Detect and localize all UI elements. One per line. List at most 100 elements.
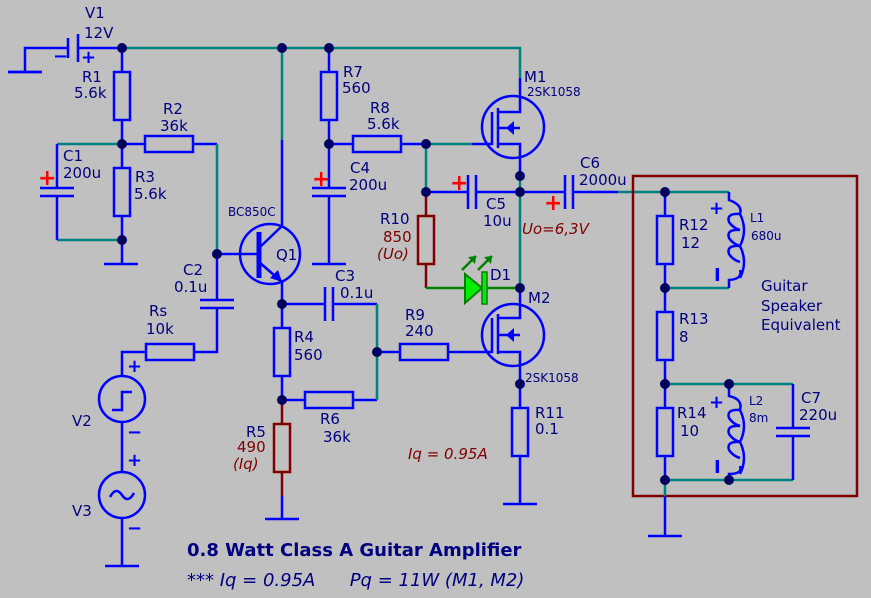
r13-value: 8 [679,328,689,346]
r14-name: R14 [677,404,707,422]
mosfet-m1[interactable]: M1 2SK1058 [472,68,581,190]
resistor-r13[interactable]: R13 8 [655,288,709,384]
c6-value: 2000u [579,171,627,189]
v1-value: 12V [84,24,114,42]
r4-name: R4 [294,328,314,346]
capacitor-c5[interactable]: C5 10u + [424,144,520,230]
c6-name: C6 [580,154,600,172]
c5-name: C5 [486,195,506,213]
capacitor-c2[interactable]: C2 0.1u [174,254,234,354]
v3-minus-sign: − [127,518,142,539]
r8-value: 5.6k [367,115,400,133]
resistor-r6[interactable]: R6 36k [282,352,379,446]
v3-name: V3 [72,502,92,520]
r6-value: 36k [323,428,351,446]
capacitor-c6[interactable]: C6 2000u + [520,154,665,216]
r12-value: 12 [681,234,700,252]
r4-value: 560 [294,346,323,364]
rs-name: Rs [149,302,167,320]
transistor-q1[interactable]: BC850C Q1 [217,48,302,304]
r8-name: R8 [370,99,390,117]
junction-dots [117,43,734,485]
resistor-r5[interactable]: R5 490 (Iq) [233,400,299,521]
capacitor-c7[interactable]: C7 220u [776,384,837,480]
resistor-r10[interactable]: R10 850 (Uo) [377,192,436,288]
r10-value: 850 [383,228,412,246]
capacitor-c3[interactable]: C3 0.1u [282,267,379,352]
r13-name: R13 [679,310,709,328]
r10-note: (Uo) [377,245,409,263]
l2-name: L2 [749,394,763,408]
r2-value: 36k [160,117,188,135]
r14-value: 10 [680,422,699,440]
l2-value: 8m [749,411,768,425]
source-v2-step[interactable]: + − V2 [72,356,147,472]
c4-value: 200u [349,176,387,194]
supply-rail [122,46,522,78]
r2-name: R2 [163,100,183,118]
speaker-label-line2: Speaker [761,297,823,315]
c6-plus-sign: + [544,191,562,216]
q1-model: BC850C [228,205,276,219]
c1-value: 200u [63,164,101,182]
m2-name: M2 [528,289,551,307]
c4-plus-sign: + [312,167,330,192]
inductor-l1[interactable]: + I L1 680u [665,190,782,290]
resistor-r3[interactable]: R3 5.6k [104,144,167,266]
l1-minus-sign: I [714,265,721,286]
capacitor-c1[interactable]: C1 200u + [38,142,122,242]
speaker-equivalent-box [631,174,859,498]
r6-name: R6 [320,410,340,428]
c2-value: 0.1u [174,278,207,296]
resistor-r7[interactable]: R7 560 [319,48,371,144]
resistor-r12[interactable]: R12 12 [655,192,709,288]
source-v3-sine[interactable]: + − V3 [72,450,147,568]
c5-value: 10u [483,212,512,230]
v1-name: V1 [85,4,105,22]
diagram-title: 0.8 Watt Class A Guitar Amplifier [187,540,522,561]
c4-name: C4 [350,159,370,177]
d1-name: D1 [490,266,511,284]
l1-plus-sign: + [709,198,724,219]
c7-name: C7 [801,389,821,407]
resistor-rs[interactable]: Rs 10k [120,302,196,376]
r3-value: 5.6k [134,185,167,203]
resistor-r11[interactable]: R11 0.1 [503,384,565,506]
v3-plus-sign: + [127,450,142,471]
resistor-r4[interactable]: R4 560 [272,304,323,400]
c3-value: 0.1u [340,284,373,302]
m2-model: 2SK1058 [525,371,579,385]
speaker-label-line1: Guitar [761,277,808,295]
v2-plus-sign: + [127,356,142,377]
resistor-r9[interactable]: R9 240 [377,306,484,362]
r5-value: 490 [237,438,266,456]
diagram-subtitle: *** Iq = 0.95A Pq = 11W (M1, M2) [187,570,524,591]
mosfet-m2[interactable]: M2 2SK1058 [480,288,579,385]
v1-battery[interactable]: V1 12V − + [8,4,122,74]
r5-name: R5 [246,423,266,441]
c5-plus-sign: + [450,171,468,196]
c1-name: C1 [63,147,83,165]
m1-model: 2SK1058 [527,85,581,99]
c7-value: 220u [799,406,837,424]
r9-value: 240 [405,322,434,340]
r11-value: 0.1 [535,420,559,438]
q1-name: Q1 [276,246,297,264]
capacitor-c4[interactable]: C4 200u + [312,144,387,266]
resistor-r14[interactable]: R14 10 [648,384,707,538]
r1-name: R1 [82,68,102,86]
r1-value: 5.6k [74,84,107,102]
r9-name: R9 [405,306,425,324]
v1-minus-sign: − [53,46,68,67]
r5-note: (Iq) [233,455,259,473]
c2-name: C2 [183,261,203,279]
led-d1[interactable]: D1 [426,255,520,306]
r7-value: 560 [342,79,371,97]
r10-name: R10 [380,210,410,228]
resistor-r2[interactable]: R2 36k [122,100,219,254]
m1-name: M1 [524,68,547,86]
l1-value: 680u [751,229,782,243]
r11-name: R11 [535,404,565,422]
r7-name: R7 [343,63,363,81]
resistor-r8[interactable]: R8 5.6k [329,99,472,154]
